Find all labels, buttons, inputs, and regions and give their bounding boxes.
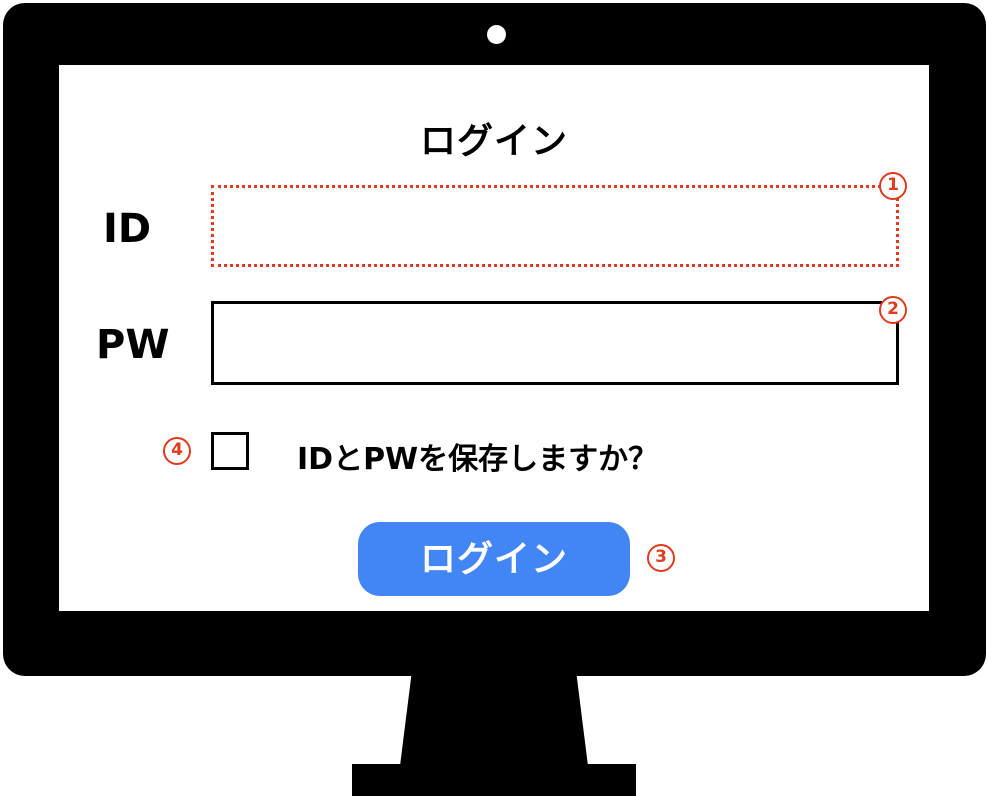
annotation-marker-1: 1 [879, 172, 907, 200]
page-title: ログイン [419, 121, 568, 162]
remember-label: IDとPWを保存しますか？ [297, 442, 659, 477]
remember-checkbox[interactable] [211, 432, 249, 470]
login-button[interactable]: ログイン [358, 522, 630, 596]
pw-input[interactable] [211, 301, 899, 385]
id-input[interactable] [211, 185, 899, 267]
annotation-marker-2: 2 [879, 296, 907, 324]
annotation-marker-4: 4 [163, 437, 191, 465]
monitor-stand-base [352, 764, 636, 796]
camera-dot-icon [487, 25, 506, 44]
monitor-stand-neck [400, 676, 588, 766]
pw-label: PW [96, 322, 170, 368]
annotation-marker-3: 3 [647, 544, 675, 572]
id-label: ID [103, 206, 152, 252]
